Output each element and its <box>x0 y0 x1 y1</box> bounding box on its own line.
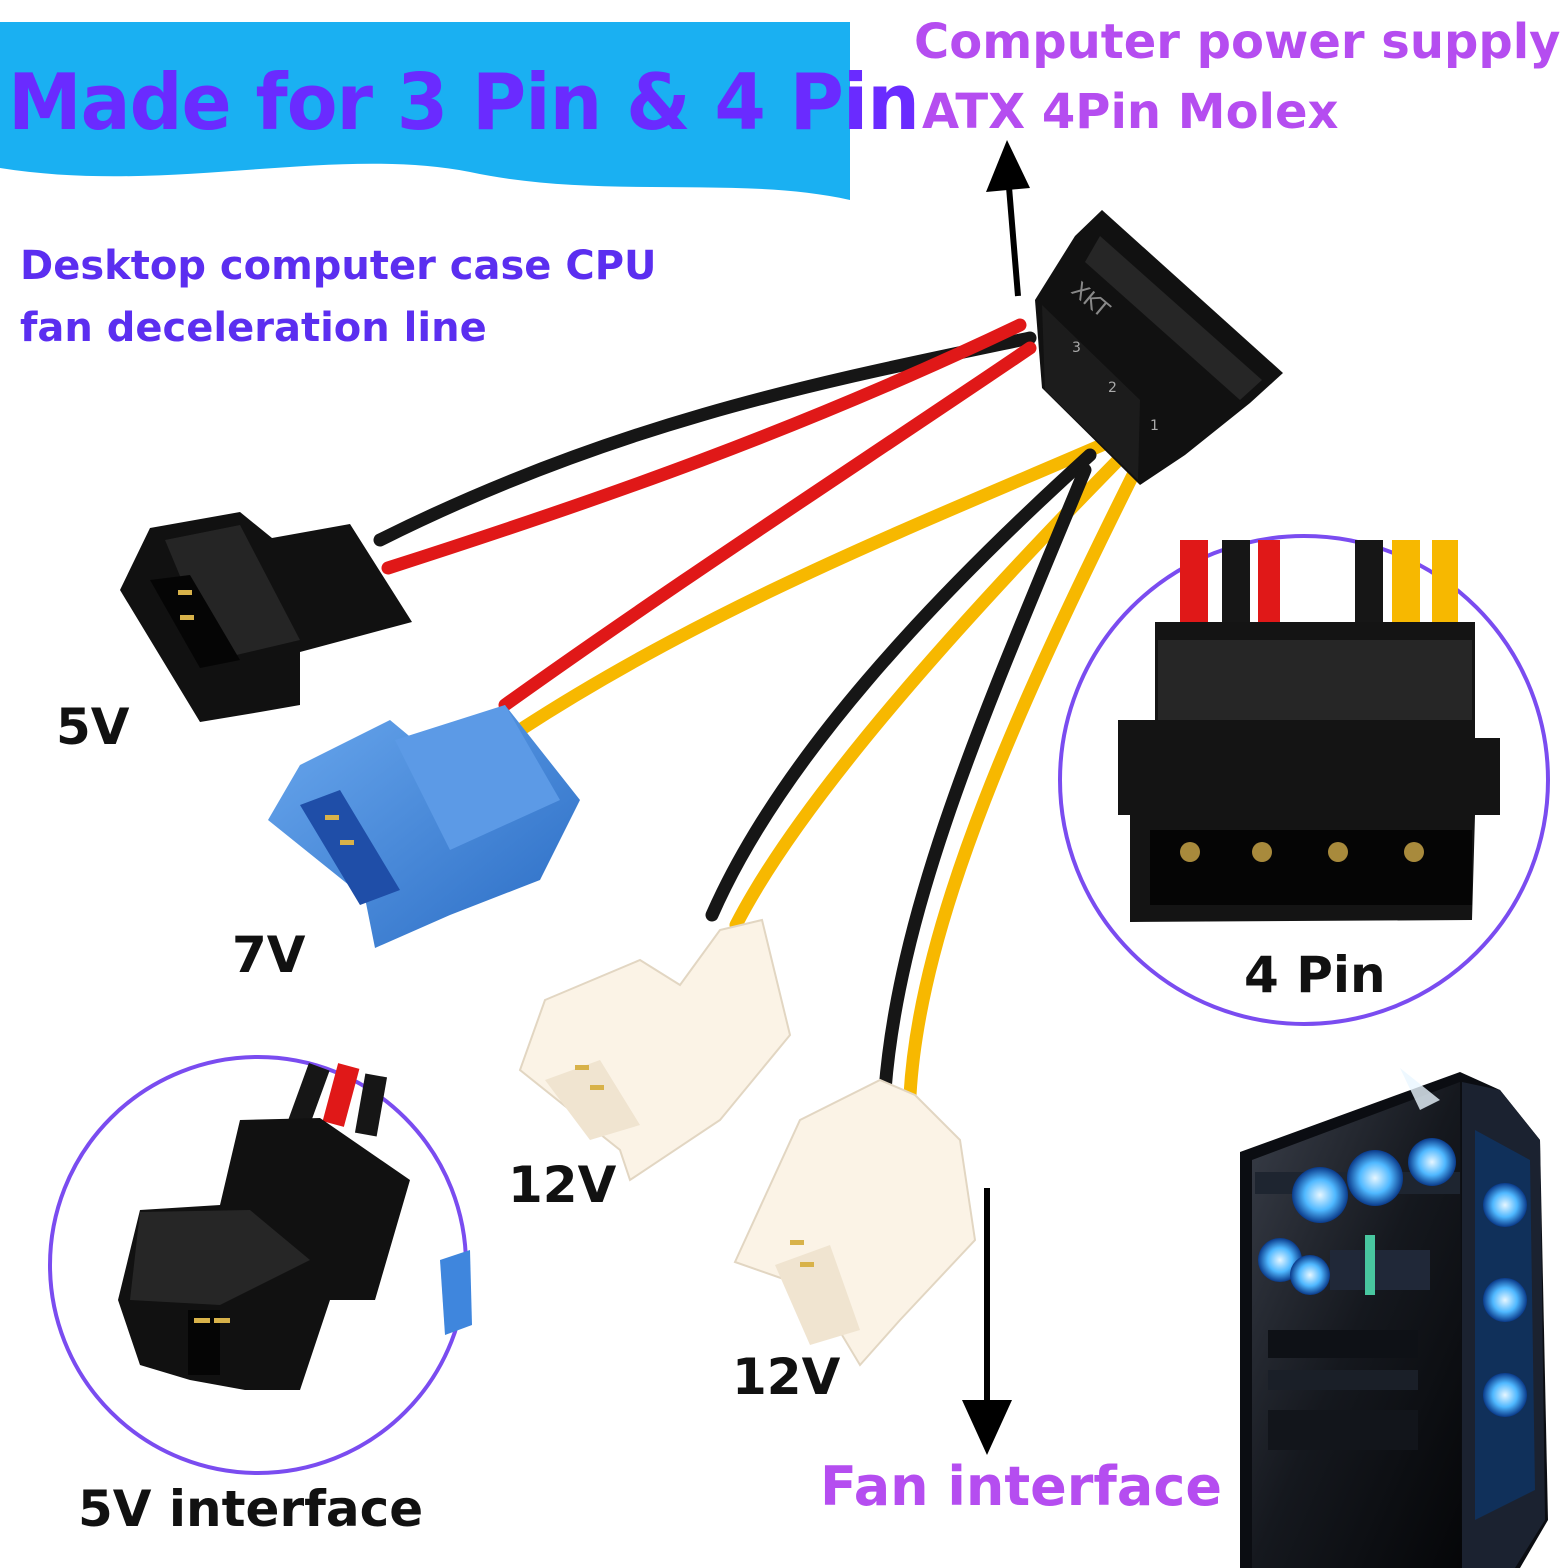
wire-yellow-7v <box>513 425 1139 737</box>
wire-yellow-12vb <box>903 438 1155 1102</box>
wire-black-12vb <box>878 463 1092 1097</box>
description-line1: Desktop computer case CPU <box>20 243 657 289</box>
five-v-interface-closeup <box>48 1055 472 1475</box>
connector-12v-white-a <box>518 918 792 1182</box>
connector-5v-black <box>120 512 412 722</box>
psu-title-line1: Computer power supply <box>914 14 1561 70</box>
banner-title: Made for 3 Pin & 4 Pin <box>8 57 920 149</box>
label-4-pin: 4 Pin <box>1244 946 1386 1004</box>
four-pin-closeup <box>1058 534 1550 1026</box>
psu-title-line2: ATX 4Pin Molex <box>922 84 1339 140</box>
arrow-down-icon <box>962 1188 1012 1455</box>
connector-12v-white-b <box>733 1078 977 1367</box>
banner-background <box>0 22 850 200</box>
svg-text:1: 1 <box>1150 418 1159 434</box>
wire-red-7v <box>498 341 1037 712</box>
wire-red-5v <box>381 318 1027 575</box>
molex-connector: XKT 3 2 1 <box>1035 210 1283 485</box>
label-12v-a: 12V <box>508 1156 617 1214</box>
arrow-up-icon <box>986 140 1030 297</box>
label-5v-interface: 5V interface <box>78 1480 424 1538</box>
svg-text:3: 3 <box>1072 340 1081 356</box>
label-7v: 7V <box>232 926 306 984</box>
description-line2: fan deceleration line <box>20 305 487 351</box>
connector-7v-blue <box>268 705 580 948</box>
label-fan-interface: Fan interface <box>820 1455 1222 1518</box>
label-5v: 5V <box>56 698 130 756</box>
pc-case-image <box>1240 1068 1548 1568</box>
label-12v-b: 12V <box>732 1348 841 1406</box>
svg-text:2: 2 <box>1108 380 1117 396</box>
wire-black-12va <box>705 448 1097 922</box>
wire-harness <box>373 318 1155 1102</box>
